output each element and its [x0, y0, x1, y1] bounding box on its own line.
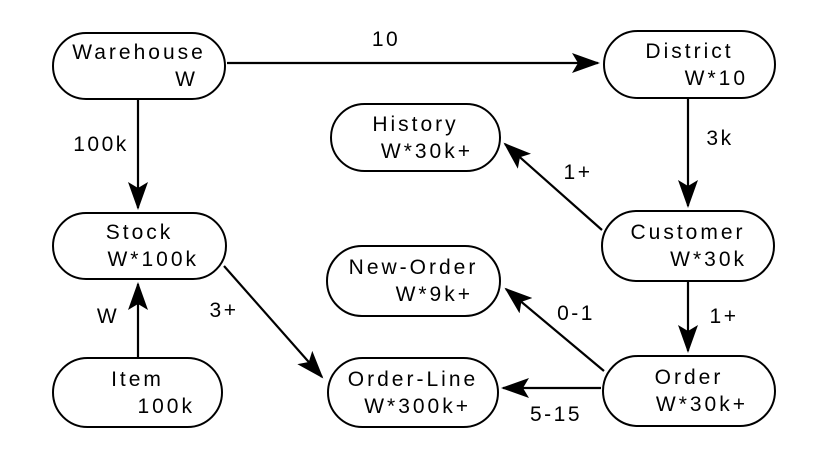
- node-customer-name: Customer: [630, 221, 746, 244]
- edge-label-item-stock: W: [96, 305, 120, 328]
- node-item-name: Item: [111, 367, 164, 391]
- node-order-line-count: W*300k+: [364, 394, 471, 418]
- node-new-order-name: New-Order: [348, 256, 479, 279]
- node-stock: Stock W*100k: [52, 212, 227, 280]
- node-district-name: District: [645, 39, 734, 63]
- node-order-count: W*30k+: [655, 393, 748, 416]
- node-new-order-count: W*9k+: [395, 283, 473, 306]
- node-warehouse: Warehouse W: [52, 32, 226, 100]
- edge-label-customer-history: 1+: [563, 161, 593, 184]
- node-history-name: History: [372, 112, 459, 136]
- node-district: District W*10: [603, 30, 776, 99]
- edge-label-order-order-line: 5-15: [529, 403, 583, 426]
- node-order-line-name: Order-Line: [347, 367, 479, 391]
- node-stock-name: Stock: [105, 221, 174, 244]
- node-history-count: W*30k+: [380, 139, 473, 163]
- node-warehouse-count: W: [175, 68, 198, 91]
- node-customer: Customer W*30k: [601, 210, 775, 282]
- edge-stock-order-line: [223, 265, 324, 379]
- node-order: Order W*30k+: [602, 355, 776, 427]
- edge-label-warehouse-stock: 100k: [73, 133, 129, 156]
- node-stock-count: W*100k: [107, 248, 199, 271]
- node-warehouse-name: Warehouse: [72, 41, 206, 64]
- node-new-order: New-Order W*9k+: [326, 245, 501, 317]
- node-item: Item 100k: [52, 357, 223, 428]
- node-district-count: W*10: [684, 66, 748, 90]
- edge-order-new-order: [504, 287, 605, 372]
- node-order-line: Order-Line W*300k+: [327, 357, 499, 428]
- edge-label-stock-order-line: 3+: [209, 299, 239, 322]
- node-customer-count: W*30k: [670, 248, 747, 271]
- edge-label-order-new-order: 0-1: [557, 302, 595, 325]
- edge-label-customer-order: 1+: [709, 305, 739, 328]
- node-history: History W*30k+: [330, 103, 501, 172]
- edge-customer-history: [503, 142, 603, 231]
- edge-label-warehouse-district: 10: [371, 28, 401, 51]
- node-item-count: 100k: [137, 394, 195, 418]
- node-order-name: Order: [654, 366, 724, 389]
- edge-label-district-customer: 3k: [706, 127, 734, 150]
